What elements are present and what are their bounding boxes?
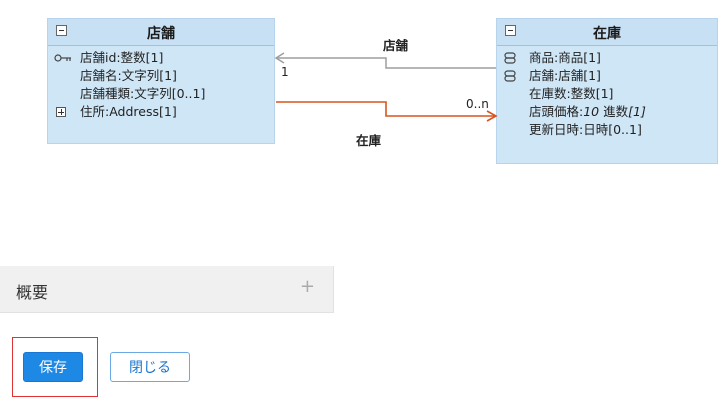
attribute-store-id[interactable]: 店舗id:整数[1] <box>48 49 274 67</box>
association-label-store: 店舗 <box>383 38 409 53</box>
summary-panel[interactable]: 概要 + <box>0 266 334 313</box>
attribute-label: 在庫数:整数[1] <box>529 86 614 101</box>
attribute-store-name[interactable]: 店舗名:文字列[1] <box>48 67 274 85</box>
attribute-label: 店舗種類:文字列[0..1] <box>80 86 206 101</box>
attribute-store-ref[interactable]: 店舗:店舗[1] <box>497 67 717 85</box>
attribute-label-mid: 進数 <box>599 104 629 119</box>
association-arrowhead-store <box>274 52 285 64</box>
attribute-label: 店舗:店舗[1] <box>529 68 601 83</box>
class-stock-title: 在庫 <box>593 26 621 42</box>
save-button-highlight <box>12 337 98 397</box>
expand-plus-icon[interactable]: + <box>299 276 315 297</box>
association-arrowhead-stock <box>486 110 498 122</box>
attribute-label: 更新日時:日時[0..1] <box>529 122 642 137</box>
attribute-updated-at[interactable]: 更新日時:日時[0..1] <box>497 121 717 139</box>
attribute-label-italic: 10 <box>583 104 600 119</box>
attribute-label: 店舗id:整数[1] <box>80 50 164 65</box>
association-line-stock[interactable] <box>276 101 496 117</box>
summary-panel-title: 概要 <box>16 283 49 302</box>
multiplicity-store: 1 <box>281 65 289 79</box>
attribute-price[interactable]: 店頭価格:10 進数[1] <box>497 103 717 121</box>
collapse-icon[interactable] <box>56 25 67 36</box>
attribute-label: 店舗名:文字列[1] <box>80 68 177 83</box>
collapse-icon[interactable] <box>505 25 516 36</box>
expand-icon[interactable] <box>56 107 66 117</box>
attribute-product[interactable]: 商品:商品[1] <box>497 49 717 67</box>
attribute-label-multiplicity: [1] <box>628 104 646 119</box>
attribute-label: 住所:Address[1] <box>80 104 177 119</box>
association-line-store[interactable] <box>276 57 496 69</box>
save-button[interactable]: 保存 <box>23 352 83 382</box>
class-store-header: 店舗 <box>48 19 274 46</box>
multiplicity-stock: 0..n <box>466 97 489 111</box>
link-icon <box>504 70 516 82</box>
key-icon <box>54 54 71 62</box>
attribute-label-prefix: 店頭価格: <box>529 104 584 119</box>
attribute-label: 商品:商品[1] <box>529 50 601 65</box>
class-store[interactable]: 店舗 店舗id:整数[1] 店舗名:文字列[1] 店舗種類:文字列[0..1] … <box>47 18 275 144</box>
close-button[interactable]: 閉じる <box>110 352 190 382</box>
class-store-title: 店舗 <box>147 26 175 42</box>
link-icon <box>504 52 516 64</box>
attribute-store-type[interactable]: 店舗種類:文字列[0..1] <box>48 85 274 103</box>
attribute-stock-count[interactable]: 在庫数:整数[1] <box>497 85 717 103</box>
attribute-address[interactable]: 住所:Address[1] <box>48 103 274 121</box>
association-label-stock: 在庫 <box>356 133 382 148</box>
class-stock[interactable]: 在庫 商品:商品[1] 店舗:店舗[1] 在庫数:整数[1] 店頭価格:10 進… <box>496 18 718 164</box>
class-stock-header: 在庫 <box>497 19 717 46</box>
